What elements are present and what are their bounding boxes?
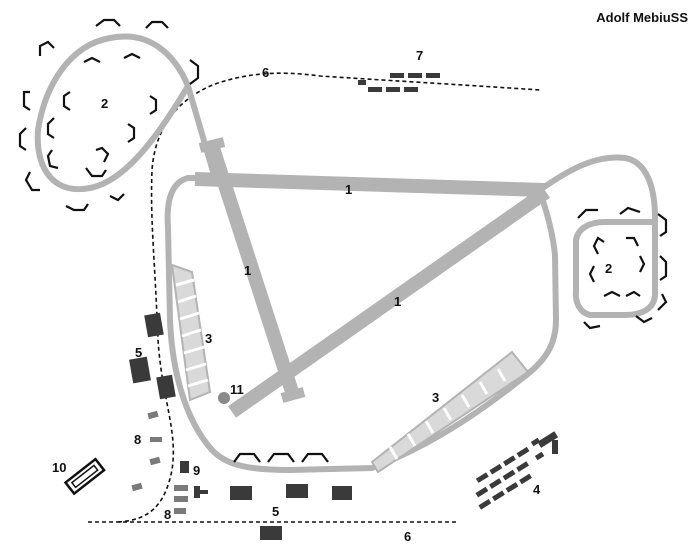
runway-left (205, 142, 300, 398)
runway-left-end-s (280, 387, 306, 403)
label-buildings-north: 7 (416, 48, 423, 63)
dispersal-loop-nw (34, 33, 191, 193)
marker-11 (218, 392, 230, 404)
label-dispersal-east: 2 (605, 261, 612, 276)
taxiway-east-link (537, 154, 659, 318)
label-buildings-se: 4 (533, 482, 541, 497)
label-buildings-sw-upper: 8 (134, 432, 141, 447)
label-building-9: 9 (193, 463, 200, 478)
runway-diag (227, 186, 551, 418)
label-buildings-sw-lower: 8 (164, 507, 171, 522)
road-north (117, 72, 541, 523)
building-10 (63, 457, 106, 496)
label-road-south: 6 (404, 529, 411, 544)
label-buildings-south: 5 (272, 504, 279, 519)
label-runway-left: 1 (244, 263, 251, 278)
label-hardstand-west: 3 (205, 331, 212, 346)
buildings-south (230, 484, 352, 540)
label-marker-11: 11 (230, 382, 244, 397)
runway-left-end-n (198, 137, 226, 153)
dispersal-pens-east (577, 206, 668, 330)
label-road-north: 6 (262, 65, 269, 80)
label-dispersal-nw: 2 (101, 96, 108, 111)
buildings-sw-upper (131, 410, 162, 492)
label-building-10: 10 (52, 460, 66, 475)
buildings-se (475, 431, 559, 510)
label-buildings-west: 5 (135, 345, 142, 360)
runway-top (194, 172, 546, 197)
hardstand-west (170, 263, 212, 402)
perimeter-taxiway (164, 175, 559, 473)
hardstand-south (370, 350, 530, 474)
building-9 (180, 461, 189, 473)
pens-south (233, 452, 329, 463)
dispersal-pens-nw (18, 18, 200, 212)
label-runway-diag: 1 (394, 294, 401, 309)
label-hardstand-south: 3 (432, 390, 439, 405)
buildings-sw-lower (174, 485, 208, 514)
buildings-north (358, 73, 440, 92)
label-runway-top: 1 (345, 182, 352, 197)
buildings-west (129, 312, 176, 400)
author-credit: Adolf MebiuSS (596, 10, 688, 25)
